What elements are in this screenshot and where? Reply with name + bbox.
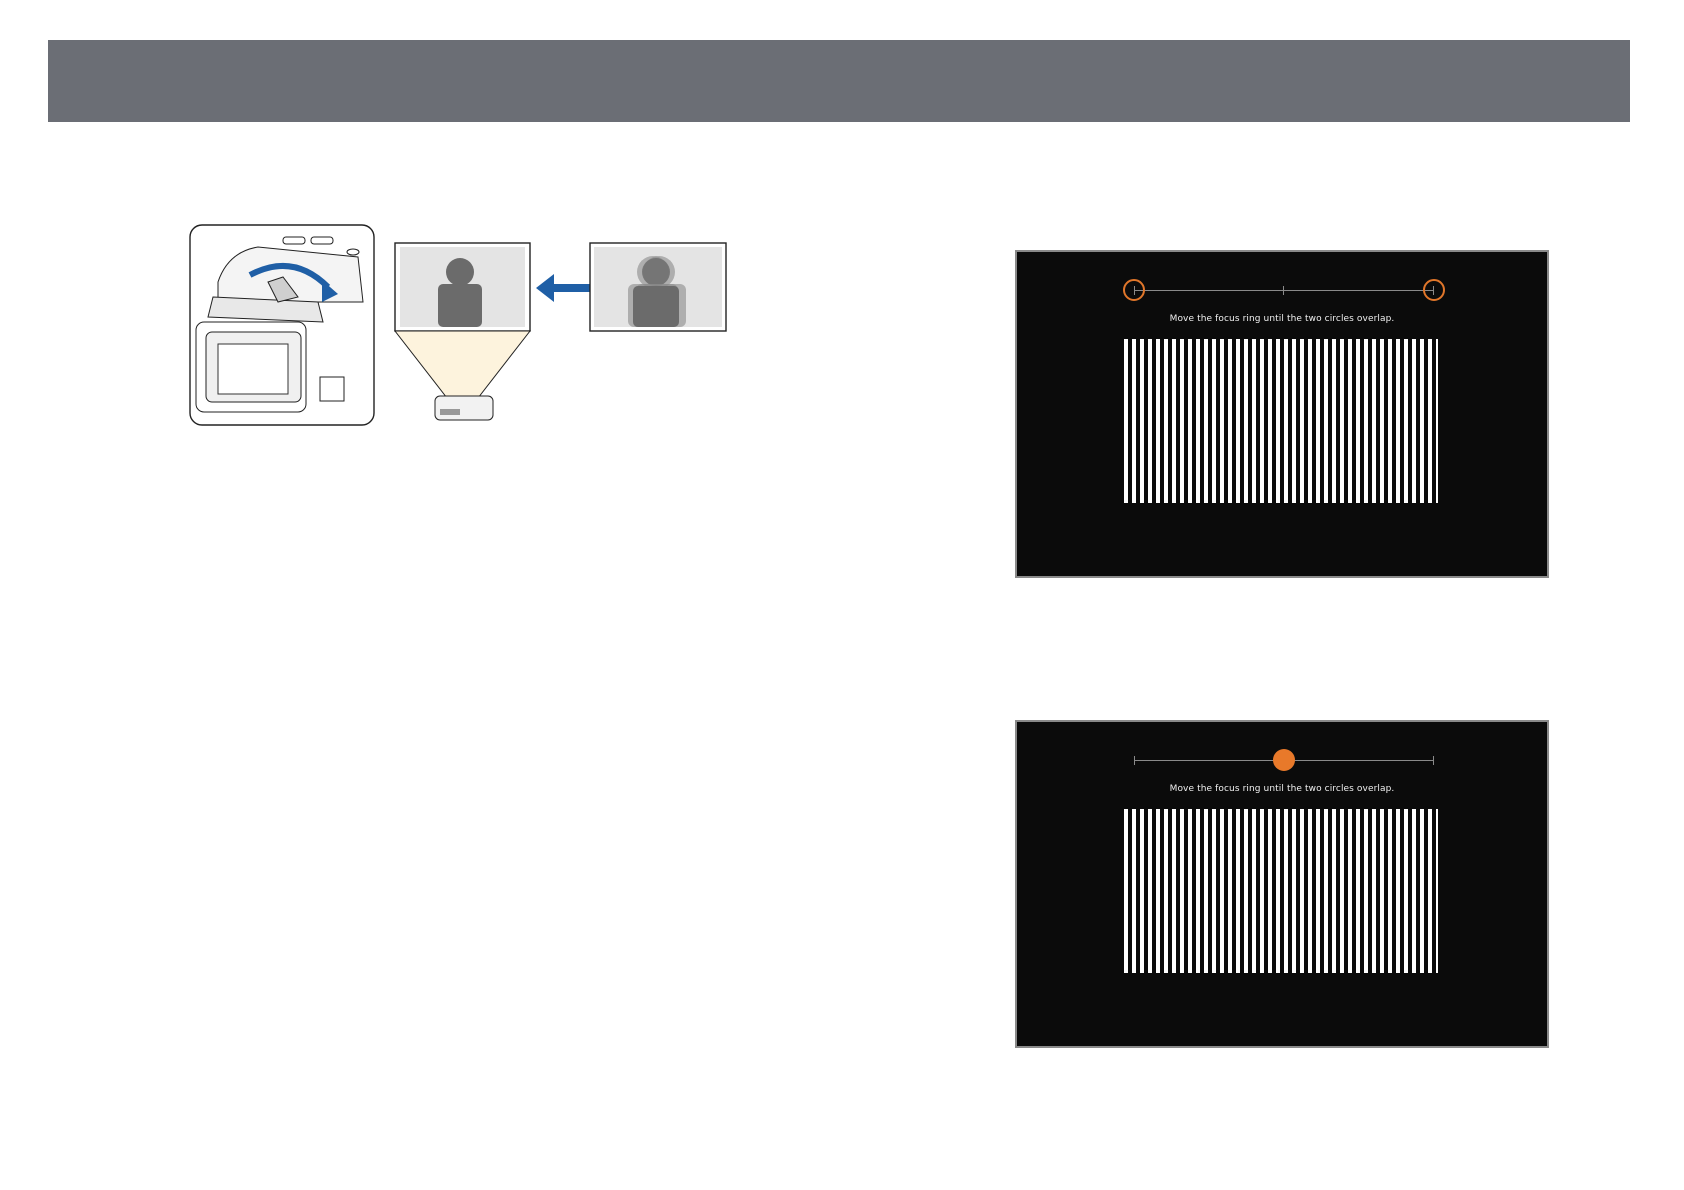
tick-right [1433,756,1434,765]
focus-pattern-screen-unfocused: Move the focus ring until the two circle… [1015,250,1549,578]
focus-circle-right-icon [1423,279,1445,301]
focus-guide-line [1134,290,1434,291]
projector-icon [435,396,493,420]
header-bar [48,40,1630,122]
focus-instruction-text: Move the focus ring until the two circle… [1017,784,1547,794]
focus-pattern-screen-focused: Move the focus ring until the two circle… [1015,720,1549,1048]
focus-stripe-pattern [1124,809,1438,973]
blurred-image-icon [590,243,726,331]
projector-focus-ring-icon [190,225,374,425]
focus-circle-overlapped-icon [1273,749,1295,771]
focus-instruction-text: Move the focus ring until the two circle… [1017,314,1547,324]
focus-illustration [188,222,728,428]
focus-stripe-pattern [1124,339,1438,503]
tick-left [1134,756,1135,765]
sharp-image-icon [395,243,530,331]
tick-center [1283,286,1284,295]
focus-circle-left-icon [1123,279,1145,301]
